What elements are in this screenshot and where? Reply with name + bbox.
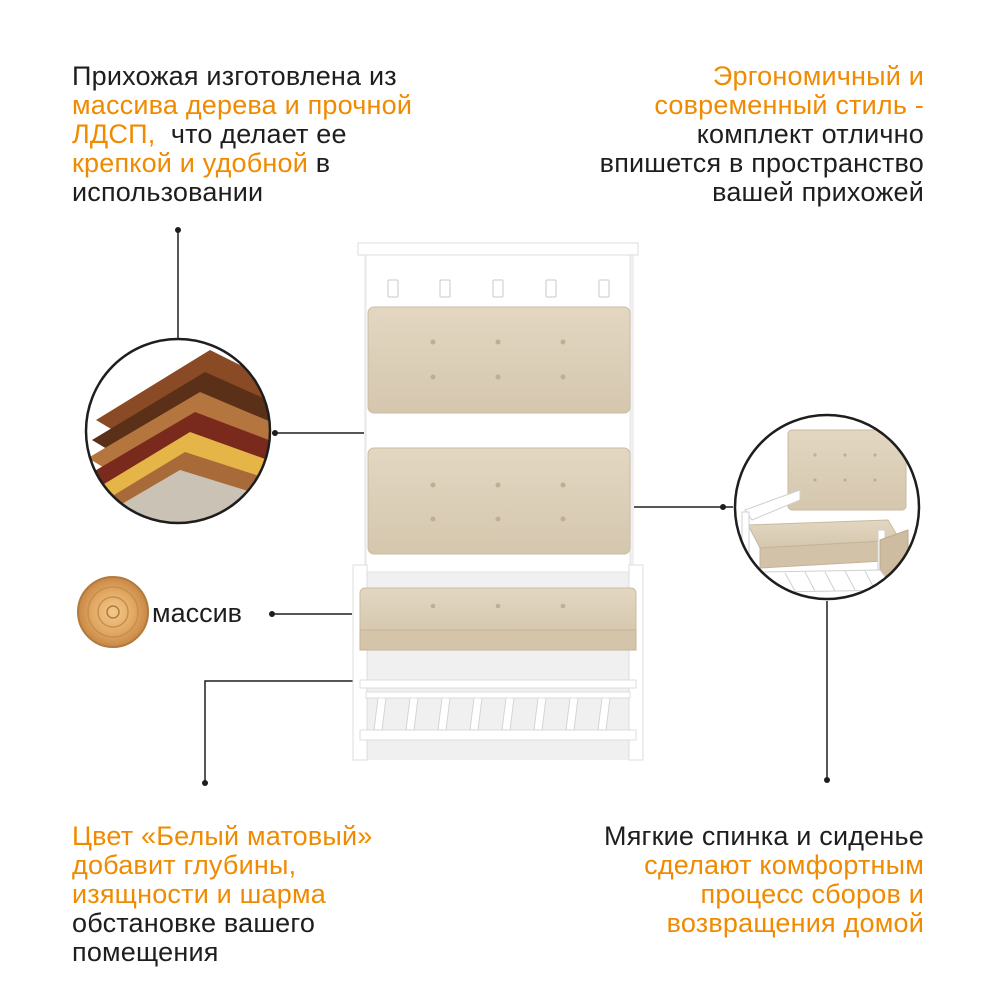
text-line: помещения [72,938,492,967]
highlight-text: изящности и шарма [72,879,326,909]
highlight-text: процесс сборов и [700,879,924,909]
text-line: процесс сборов и [484,880,924,909]
bench-detail-image [733,413,921,601]
text-line: вашей прихожей [454,178,924,207]
text-line: использовании [72,178,542,207]
text-line: сделают комфортным [484,851,924,880]
highlight-text: современный стиль - [654,90,924,120]
body-text: что делает ее [155,119,347,149]
wood-cut-icon [77,576,149,648]
text-line: изящности и шарма [72,880,492,909]
body-text: комплект отлично [696,119,924,149]
material-label: массив [152,598,243,628]
text-line: Прихожая изготовлена из [72,62,542,91]
text-block-color: Цвет «Белый матовый»добавит глубины,изящ… [72,822,492,967]
text-line: добавит глубины, [72,851,492,880]
body-text: в [308,148,331,178]
text-line: массива дерева и прочной [72,91,542,120]
highlight-text: «Белый матовый» [141,821,373,851]
highlight-text: сделают комфортным [644,850,924,880]
text-line: ЛДСП, что делает ее [72,120,542,149]
wood-samples-icon [84,337,272,525]
highlight-text: Цвет [72,821,142,851]
text-line: Мягкие спинка и сиденье [484,822,924,851]
callout-dots [175,227,830,786]
hallway-furniture-image [352,242,644,761]
highlight-text: ЛДСП, [72,119,156,149]
highlight-text: крепкой и удобной [72,148,309,178]
text-line: впишется в пространство [454,149,924,178]
text-line: современный стиль - [454,91,924,120]
body-text: впишется в пространство [599,148,924,178]
body-text: использовании [72,177,264,207]
highlight-text: возвращения домой [666,908,924,938]
body-text: помещения [72,937,219,967]
body-text: Мягкие спинка и сиденье [604,821,924,851]
text-line: Эргономичный и [454,62,924,91]
highlight-text: добавит глубины, [72,850,297,880]
highlight-text: Эргономичный и [712,61,924,91]
text-line: крепкой и удобной в [72,149,542,178]
text-line: обстановке вашего [72,909,492,938]
body-text: Прихожая изготовлена из [72,61,397,91]
body-text: обстановке вашего [72,908,316,938]
text-line: Цвет «Белый матовый» [72,822,492,851]
text-line: комплект отлично [454,120,924,149]
callout-lines [177,230,828,783]
text-line: возвращения домой [484,909,924,938]
highlight-text: массива дерева и прочной [72,90,413,120]
body-text: вашей прихожей [712,177,924,207]
